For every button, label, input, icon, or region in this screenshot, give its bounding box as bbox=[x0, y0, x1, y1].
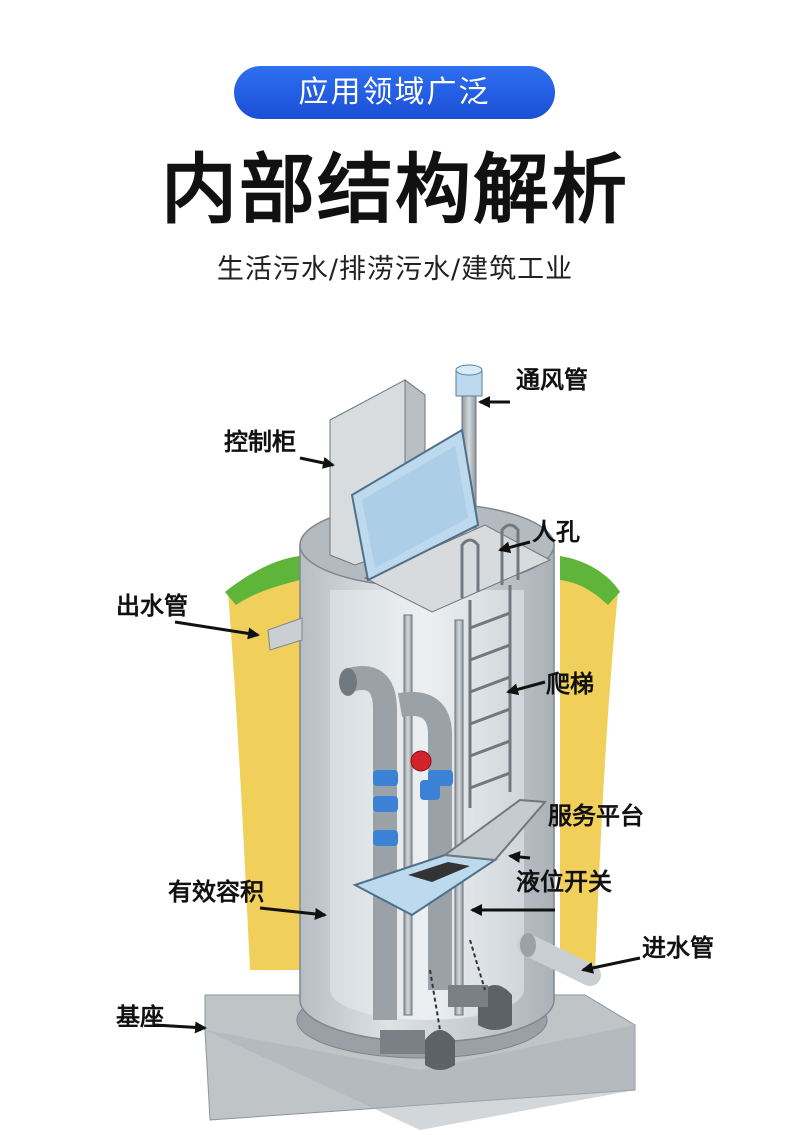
submersible-pumps bbox=[380, 939, 512, 1070]
label-effective-volume: 有效容积 bbox=[168, 878, 264, 906]
label-inlet-pipe: 进水管 bbox=[642, 934, 714, 962]
label-service-platform: 服务平台 bbox=[548, 802, 644, 830]
label-ladder: 爬梯 bbox=[546, 670, 594, 698]
label-control-cabinet: 控制柜 bbox=[224, 428, 296, 456]
label-base: 基座 bbox=[116, 1003, 164, 1031]
service-platform bbox=[352, 798, 548, 917]
guide-rails bbox=[403, 614, 464, 1016]
ladder bbox=[460, 523, 520, 808]
category-pill: 应用领域广泛 bbox=[234, 66, 555, 119]
label-manhole: 人孔 bbox=[532, 518, 580, 546]
outlet-pipe-stub bbox=[267, 617, 303, 651]
discharge-pipes bbox=[339, 666, 453, 1020]
callout-arrows bbox=[154, 396, 641, 1034]
soil bbox=[225, 556, 620, 970]
label-vent-pipe: 通风管 bbox=[516, 366, 588, 394]
label-level-switch: 液位开关 bbox=[516, 868, 612, 896]
page-title: 内部结构解析 bbox=[161, 145, 629, 234]
inlet-pipe bbox=[517, 933, 601, 986]
label-outlet-pipe: 出水管 bbox=[116, 592, 188, 620]
page-subtitle: 生活污水/排涝污水/建筑工业 bbox=[216, 254, 574, 285]
pump-station-diagram: 通风管 控制柜 人孔 出水管 爬梯 服务平台 液位开关 有效容积 进水管 基座 bbox=[116, 364, 714, 1130]
